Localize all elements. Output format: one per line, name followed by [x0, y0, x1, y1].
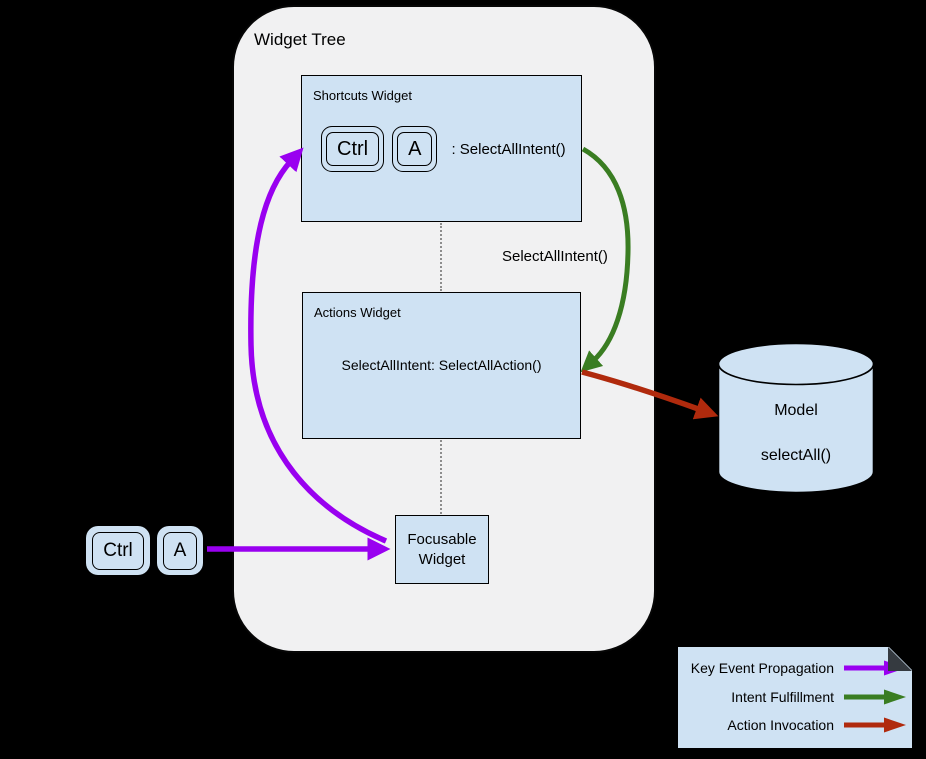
legend-label-action: Action Invocation — [727, 717, 834, 733]
keycap-a: A — [392, 126, 438, 172]
shortcut-binding-label: : SelectAllIntent() — [451, 140, 566, 158]
actions-widget-box: Actions Widget SelectAllIntent: SelectAl… — [302, 292, 581, 439]
legend-label-key-event: Key Event Propagation — [690, 660, 834, 676]
focusable-widget-label: Focusable Widget — [407, 531, 477, 568]
legend-item-intent: Intent Fulfillment — [678, 683, 907, 711]
legend-item-key-event: Key Event Propagation — [678, 654, 907, 682]
legend-label-intent: Intent Fulfillment — [731, 688, 834, 705]
legend-folded-corner-icon — [888, 647, 912, 671]
input-key-ctrl: Ctrl — [86, 526, 150, 575]
widget-tree-title: Widget Tree — [254, 30, 346, 49]
legend-item-action: Action Invocation — [678, 711, 907, 739]
actions-widget-label: Actions Widget — [314, 305, 401, 320]
model-method: selectAll() — [760, 447, 832, 464]
shortcuts-widget-label: Shortcuts Widget — [313, 88, 412, 103]
tree-connector-upper — [440, 223, 442, 291]
input-key-ctrl-label: Ctrl — [92, 531, 144, 570]
tree-connector-lower — [440, 440, 442, 514]
input-key-a-label: A — [162, 531, 198, 570]
legend-arrow-intent-icon — [843, 688, 907, 706]
model-title: Model — [774, 402, 818, 419]
input-key-a: A — [157, 526, 203, 575]
shortcut-key-row: Ctrl A : SelectAllIntent() — [321, 126, 566, 172]
model-cylinder-top — [717, 342, 875, 386]
keycap-a-label: A — [397, 132, 433, 166]
model-cylinder — [717, 342, 875, 494]
intent-flow-label: SelectAllIntent() — [502, 248, 608, 265]
keycap-ctrl-label: Ctrl — [326, 132, 380, 166]
focusable-widget-box: Focusable Widget — [395, 515, 489, 584]
legend-box: Key Event Propagation Intent Fulfillment… — [678, 647, 912, 748]
legend-arrow-action-icon — [843, 716, 907, 734]
action-mapping-label: SelectAllIntent: SelectAllAction() — [341, 357, 542, 373]
keycap-ctrl: Ctrl — [321, 126, 385, 172]
